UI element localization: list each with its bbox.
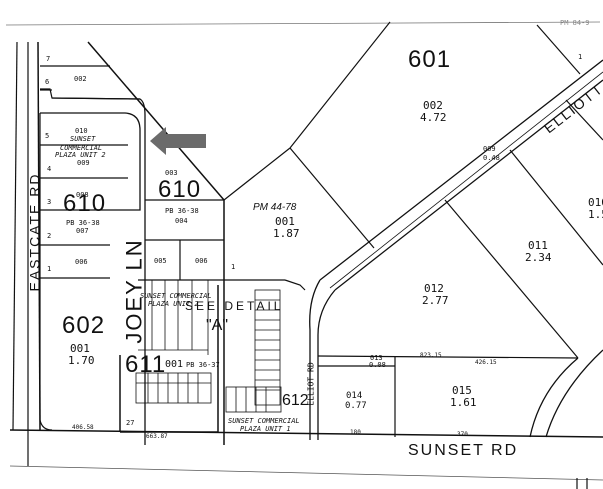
- lot-6: 6: [45, 78, 50, 86]
- lot-4: 4: [47, 165, 52, 173]
- block-602: 602: [62, 312, 106, 339]
- plat-ref-pb-611: PB 36-37: [186, 361, 220, 369]
- lot-7: 7: [46, 55, 51, 63]
- plat-ref-pm: PM 44-78: [253, 202, 297, 213]
- parcel-610-009: 009: [77, 159, 90, 167]
- parcel-009-num: 009: [483, 145, 496, 153]
- parcel-pm-001-num: 001: [275, 215, 295, 228]
- dimension: 180: [350, 429, 361, 436]
- parcel-015-acres: 1.61: [450, 396, 477, 409]
- parcel-611-001: 001: [165, 359, 184, 370]
- see-detail-label: SEE DETAIL: [185, 299, 284, 313]
- subdivision-label-1b: COMMERCIAL: [60, 144, 103, 152]
- parcel-602-001-num: 001: [70, 342, 90, 355]
- block-610-west: 610: [63, 190, 107, 217]
- parcel-010-num: 010: [588, 196, 603, 209]
- parcel-014-num: 014: [346, 391, 363, 401]
- parcel-002-num: 002: [423, 99, 443, 112]
- subdivision-label-2a: SUNSET COMMERCIAL: [140, 292, 212, 300]
- subdivision-label-1a: SUNSET: [70, 135, 96, 143]
- parcel-610-005: 005: [154, 257, 167, 265]
- parcel-610-004: 004: [175, 217, 188, 225]
- subdivision-label-1c: PLAZA UNIT 2: [55, 151, 106, 159]
- lot-1-ne: 1: [578, 53, 583, 61]
- parcel-602-001-acres: 1.70: [68, 354, 95, 367]
- road-sunset: SUNSET RD: [408, 442, 519, 459]
- parcel-010-acres: 1.5: [588, 208, 603, 221]
- parcel-013-num: 013: [370, 354, 383, 362]
- block-610-east: 610: [158, 176, 202, 203]
- parcel-011-num: 011: [528, 239, 548, 252]
- location-arrow-icon: [150, 127, 206, 155]
- block-611: 611: [125, 351, 167, 378]
- parcel-015-num: 015: [452, 384, 472, 397]
- parcel-610-010: 010: [75, 127, 88, 135]
- plat-ref-top-right: PM 84-9: [560, 19, 590, 27]
- parcel-610-006b: 006: [195, 257, 208, 265]
- subdivision-label-3a: SUNSET COMMERCIAL: [228, 417, 300, 425]
- lot-27: 27: [126, 419, 135, 427]
- lot-3: 3: [47, 198, 52, 206]
- parcel-002-acres: 4.72: [420, 111, 447, 124]
- parcel-610-008: 008: [76, 191, 89, 199]
- subdivision-label-2b: PLAZA UNIT 2: [148, 300, 199, 308]
- lot-2: 2: [47, 232, 52, 240]
- parcel-610-007: 007: [76, 227, 89, 235]
- parcel-012-acres: 2.77: [422, 294, 449, 307]
- plat-ref-pb-east: PB 36-38: [165, 207, 199, 215]
- parcel-610-006: 006: [75, 258, 88, 266]
- detail-ref: "A": [206, 317, 229, 334]
- parcel-pm-001-acres: 1.87: [273, 227, 300, 240]
- dimension: 370: [457, 431, 468, 438]
- dimension: 406.58: [72, 424, 94, 431]
- parcel-009-acres: 0.48: [483, 154, 500, 162]
- dimension: 663.87: [146, 433, 168, 440]
- block-601: 601: [408, 46, 452, 73]
- road-eastgate: EASTCATE RD: [26, 172, 43, 292]
- subdivision-label-3b: PLAZA UNIT 1: [240, 425, 291, 433]
- block-612: 612: [282, 392, 309, 409]
- dimension: 426.15: [475, 359, 497, 366]
- road-joey: JOEY LN: [121, 238, 147, 344]
- lot-5: 5: [45, 132, 50, 140]
- parcel-013-acres: 0.08: [369, 361, 386, 369]
- plat-ref-pb-west: PB 36-38: [66, 219, 100, 227]
- parcel-610-002: 002: [74, 75, 87, 83]
- parcel-012-num: 012: [424, 282, 444, 295]
- parcel-610-003: 003: [165, 169, 178, 177]
- lot-1: 1: [47, 265, 52, 273]
- dimension: 823.15: [420, 352, 442, 359]
- parcel-011-acres: 2.34: [525, 251, 552, 264]
- parcel-014-acres: 0.77: [345, 401, 367, 411]
- lot-1-east: 1: [231, 263, 236, 271]
- road-elliot-lower: ELLIOT RD: [306, 362, 316, 406]
